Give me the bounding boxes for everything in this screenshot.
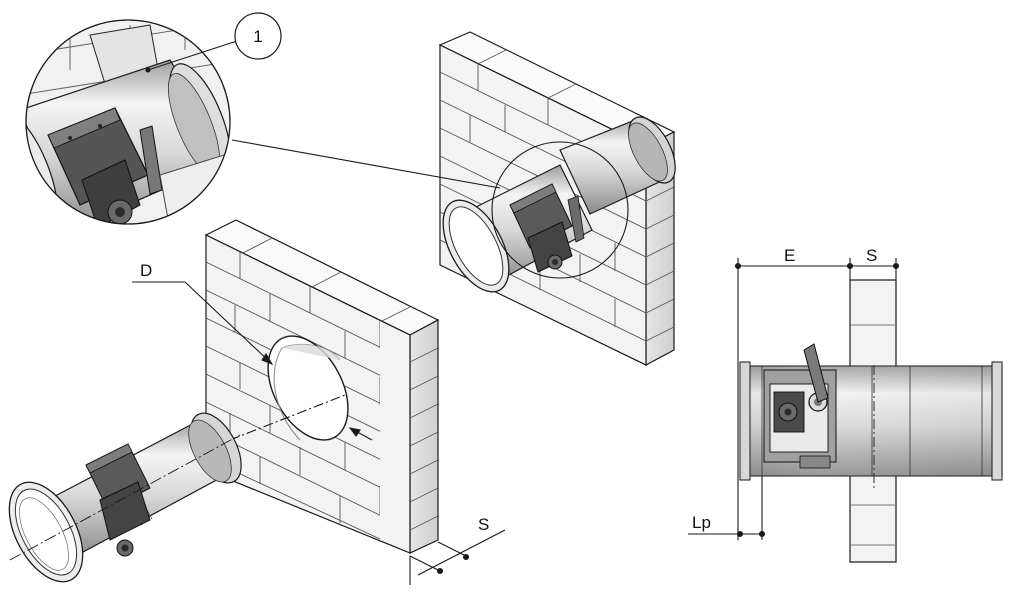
label-callout-number: 1 <box>253 27 262 46</box>
elevation-dimensions <box>688 258 900 540</box>
label-diameter: D <box>140 261 152 280</box>
magnified-detail <box>25 12 501 225</box>
diameter-dimension <box>132 281 373 441</box>
callout-circle <box>234 12 282 60</box>
left-brick-wall <box>204 219 440 554</box>
detail-leader-line <box>231 139 501 189</box>
fire-damper-left <box>8 412 242 583</box>
label-wall-thickness-left: S <box>478 515 489 534</box>
label-wall-thickness-right: S <box>866 246 877 265</box>
side-elevation-view <box>739 279 1003 563</box>
fire-damper-installed <box>442 116 676 293</box>
wall-thickness-dimension-left <box>409 529 506 585</box>
label-lp: Lp <box>692 513 711 532</box>
label-extension: E <box>784 246 795 265</box>
